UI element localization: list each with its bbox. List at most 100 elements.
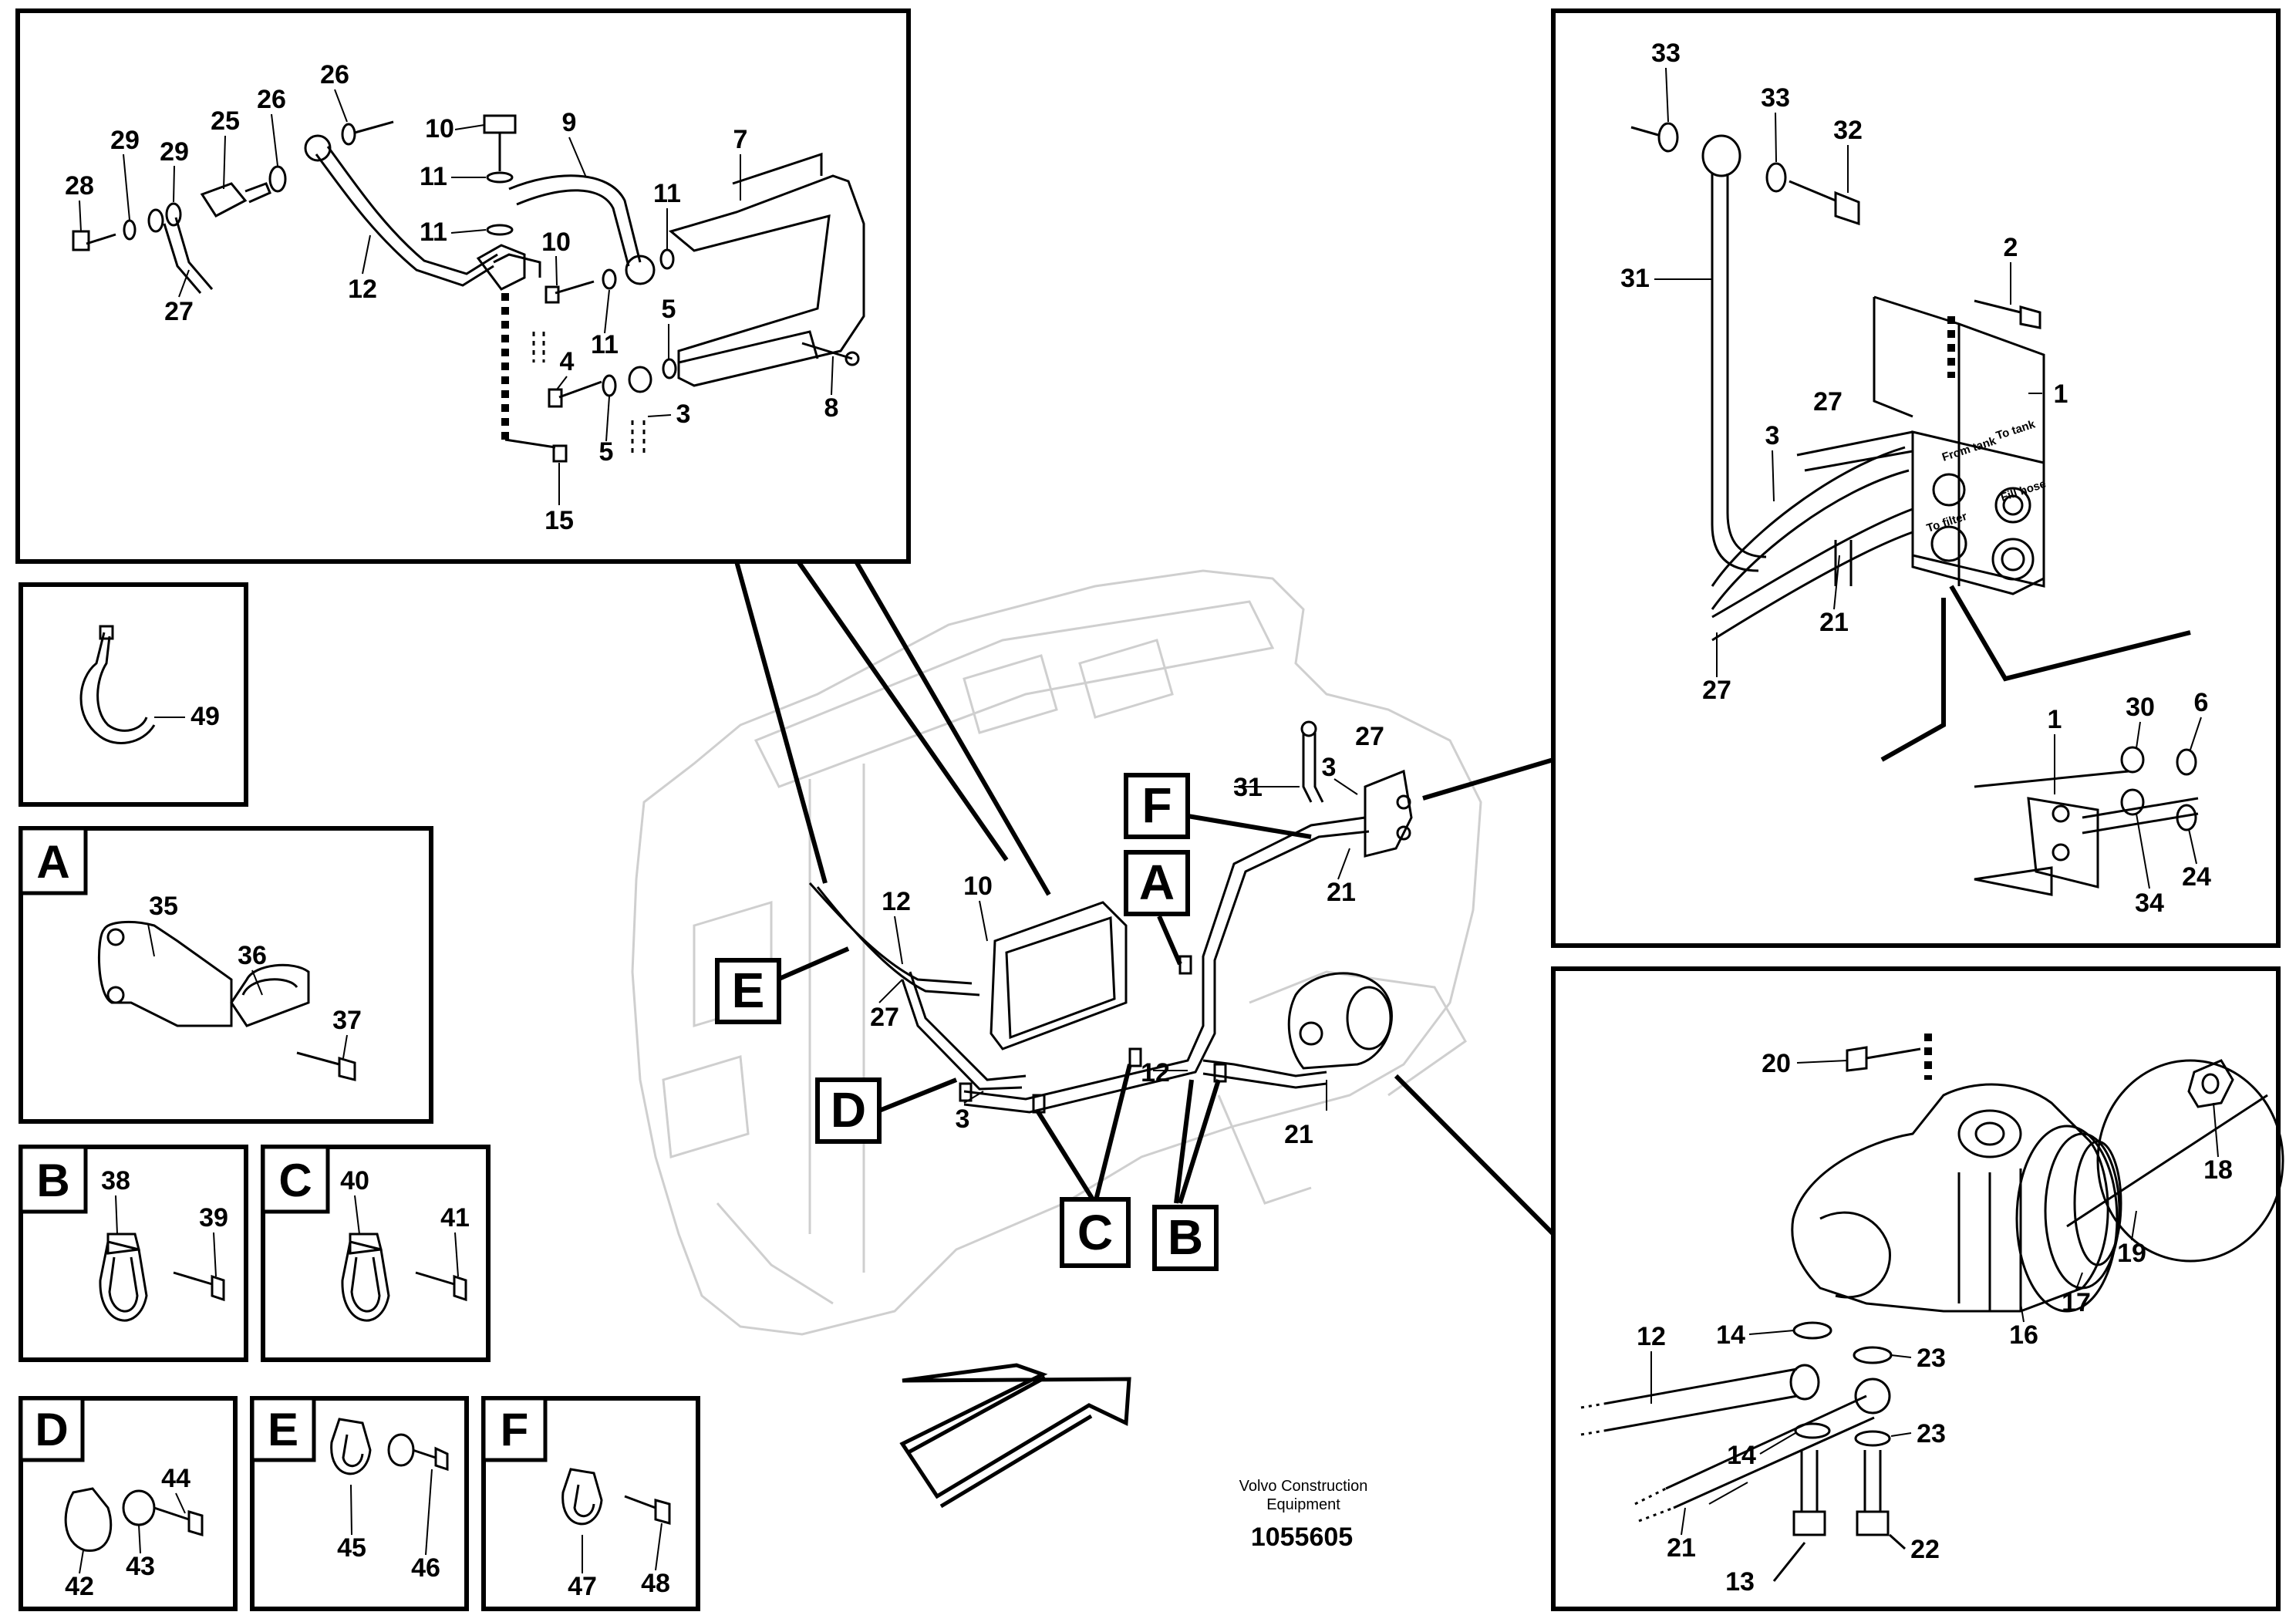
- part-label: 15: [544, 506, 574, 535]
- part-label: 44: [161, 1464, 190, 1493]
- callout-D-center: D: [831, 1082, 866, 1138]
- part-label: 18: [2203, 1155, 2233, 1185]
- part-label: 48: [641, 1569, 670, 1598]
- part-label: 35: [149, 892, 178, 921]
- part-label: 7: [733, 125, 748, 154]
- part-label: 26: [320, 60, 349, 89]
- panel-top-left: [15, 8, 911, 564]
- part-label: 13: [1725, 1567, 1755, 1597]
- panel-bottom-right: [1551, 966, 2281, 1611]
- part-label: 1: [2054, 379, 2068, 409]
- part-label: 20: [1762, 1049, 1791, 1078]
- panel-F-letter: F: [501, 1404, 529, 1455]
- callout-A-center: A: [1139, 855, 1175, 910]
- part-label: 1: [2048, 705, 2062, 734]
- part-label: 9: [562, 108, 577, 137]
- port-to-filter: To filter: [1925, 510, 1969, 535]
- port-fill: Fill hose: [1999, 477, 2048, 504]
- part-label: 12: [1637, 1322, 1666, 1351]
- part-label: 25: [211, 106, 240, 136]
- panel-D: [19, 1396, 238, 1611]
- part-label: 14: [1727, 1441, 1756, 1470]
- callout-leaders-thin: [878, 778, 1358, 1111]
- panel-C: [261, 1145, 491, 1362]
- part-label: 37: [332, 1006, 362, 1035]
- part-label: 3: [956, 1104, 970, 1134]
- part-label: 26: [257, 85, 286, 114]
- callout-E-center: E: [732, 963, 765, 1018]
- part-label: 11: [653, 179, 681, 208]
- part-label: 5: [599, 437, 614, 467]
- part-label: 27: [1813, 387, 1843, 416]
- caption-line-2: Equipment: [1266, 1496, 1340, 1513]
- part-label: 33: [1761, 83, 1790, 113]
- part-label: 28: [65, 171, 94, 201]
- part-label: 49: [190, 702, 220, 731]
- part-label: 27: [164, 297, 194, 326]
- part-label: 22: [1910, 1535, 1940, 1564]
- part-label: 31: [1620, 264, 1650, 293]
- part-label: 42: [65, 1572, 94, 1601]
- part-label: 10: [425, 114, 454, 143]
- part-label: 36: [238, 941, 267, 970]
- part-label: 24: [2182, 862, 2211, 892]
- callout-frames: [715, 773, 1219, 1271]
- callout-B-center: B: [1168, 1209, 1203, 1265]
- panel-F: [481, 1396, 700, 1611]
- top-right-drawing: [1630, 122, 2199, 896]
- part-label: 30: [2126, 693, 2155, 722]
- part-label: 11: [591, 330, 619, 359]
- part-label: 27: [1702, 676, 1731, 705]
- part-label: 3: [676, 400, 691, 429]
- part-label: 12: [348, 275, 377, 304]
- part-label: 21: [1327, 878, 1356, 907]
- engine-outline: [631, 569, 1482, 1336]
- panel-A-letter: A: [36, 836, 69, 888]
- part-label: 17: [2062, 1288, 2091, 1317]
- panel-A: [19, 826, 433, 1124]
- part-label: 21: [1819, 608, 1849, 637]
- callout-leaders: [776, 814, 1312, 1205]
- panel-cable-tie: [19, 582, 248, 807]
- part-label: 40: [340, 1166, 369, 1195]
- part-labels: 26 29 29 25 26 28 27 12 10 9 11 11 10 11…: [65, 39, 2233, 1601]
- engine-piping: [808, 720, 1413, 1114]
- part-label: 33: [1651, 39, 1681, 68]
- part-label: 19: [2117, 1239, 2146, 1268]
- part-label: 5: [662, 295, 676, 324]
- part-label: 11: [420, 162, 447, 191]
- part-label: 27: [1355, 722, 1384, 751]
- part-label: 27: [870, 1003, 899, 1032]
- panel-D-letter: D: [35, 1404, 68, 1455]
- part-label: 8: [824, 393, 839, 423]
- part-label: 11: [420, 218, 447, 247]
- part-label: 29: [160, 137, 189, 167]
- bottom-right-drawing: [1603, 1034, 2284, 1582]
- part-label: 47: [568, 1572, 597, 1601]
- document-number: 1055605: [1251, 1523, 1353, 1552]
- part-label: 4: [560, 347, 575, 376]
- part-label: 31: [1233, 773, 1263, 802]
- part-label: 3: [1765, 421, 1780, 450]
- part-label: 14: [1716, 1320, 1745, 1350]
- part-label: 41: [440, 1203, 470, 1233]
- part-label: 34: [2135, 889, 2164, 918]
- part-label: 45: [337, 1533, 366, 1563]
- part-label: 12: [1141, 1058, 1170, 1088]
- port-from-tank: From tank: [1940, 434, 1998, 464]
- panel-letter-frames: [19, 826, 548, 1462]
- caption-line-1: Volvo Construction: [1239, 1478, 1368, 1495]
- part-label: 23: [1917, 1344, 1946, 1373]
- part-label: 10: [963, 872, 993, 901]
- panel-borders: [15, 8, 2281, 1611]
- part-label: 2: [2004, 233, 2018, 262]
- part-label: 38: [101, 1166, 130, 1195]
- panel-E-letter: E: [268, 1404, 298, 1455]
- part-label: 10: [541, 228, 571, 257]
- part-label: 12: [882, 887, 911, 916]
- callout-F-center: F: [1141, 777, 1172, 833]
- port-to-tank: To tank: [1994, 417, 2038, 443]
- part-label: 46: [411, 1553, 440, 1583]
- label-ticks: [79, 67, 2219, 1574]
